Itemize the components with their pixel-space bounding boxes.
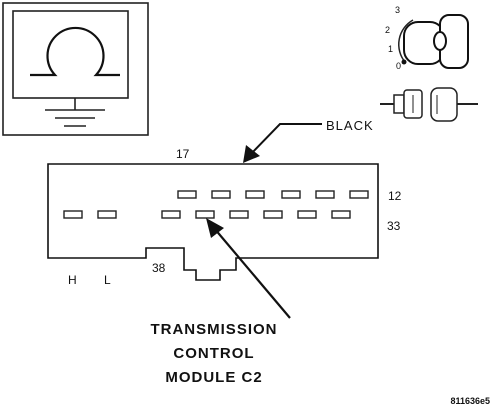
pin-label-12: 12 — [388, 189, 402, 203]
pin-row-2 — [63, 210, 351, 219]
figure-id: 811636e5 — [450, 396, 490, 406]
pin-cavity — [297, 210, 317, 219]
pin-cavity — [245, 190, 265, 199]
ignition-position-1: 1 — [388, 44, 393, 54]
callout-line-2: CONTROL — [173, 345, 254, 362]
ignition-position-0: 0 — [396, 61, 401, 71]
pin-cavity — [195, 210, 215, 219]
ohmmeter-symbol-icon — [2, 2, 149, 136]
pin-row-1 — [177, 190, 369, 199]
pin-cavity — [281, 190, 301, 199]
pin-cavity — [211, 190, 231, 199]
callout-arrow — [206, 218, 291, 319]
side-label-l: L — [104, 273, 111, 287]
connector-plug-icon — [380, 87, 478, 122]
callout-line-3: MODULE C2 — [165, 369, 262, 386]
pin-cavity — [331, 210, 351, 219]
pin-label-17: 17 — [176, 147, 190, 161]
connector-color-label: BLACK — [326, 118, 374, 133]
ignition-key-icon: 3 2 1 0 — [385, 5, 469, 71]
pin-label-33: 33 — [387, 219, 401, 233]
pin-cavity — [97, 210, 117, 219]
pin-cavity — [229, 210, 249, 219]
color-leader-arrow — [243, 123, 322, 163]
callout-line-1: TRANSMISSION — [150, 321, 277, 338]
pin-cavity — [263, 210, 283, 219]
pin-cavity — [315, 190, 335, 199]
side-label-h: H — [68, 273, 77, 287]
pin-cavity — [349, 190, 369, 199]
pin-label-38: 38 — [152, 261, 166, 275]
pin-cavity — [63, 210, 83, 219]
pin-cavity — [161, 210, 181, 219]
ignition-position-3: 3 — [395, 5, 400, 15]
pin-cavity — [177, 190, 197, 199]
ignition-position-2: 2 — [385, 25, 390, 35]
